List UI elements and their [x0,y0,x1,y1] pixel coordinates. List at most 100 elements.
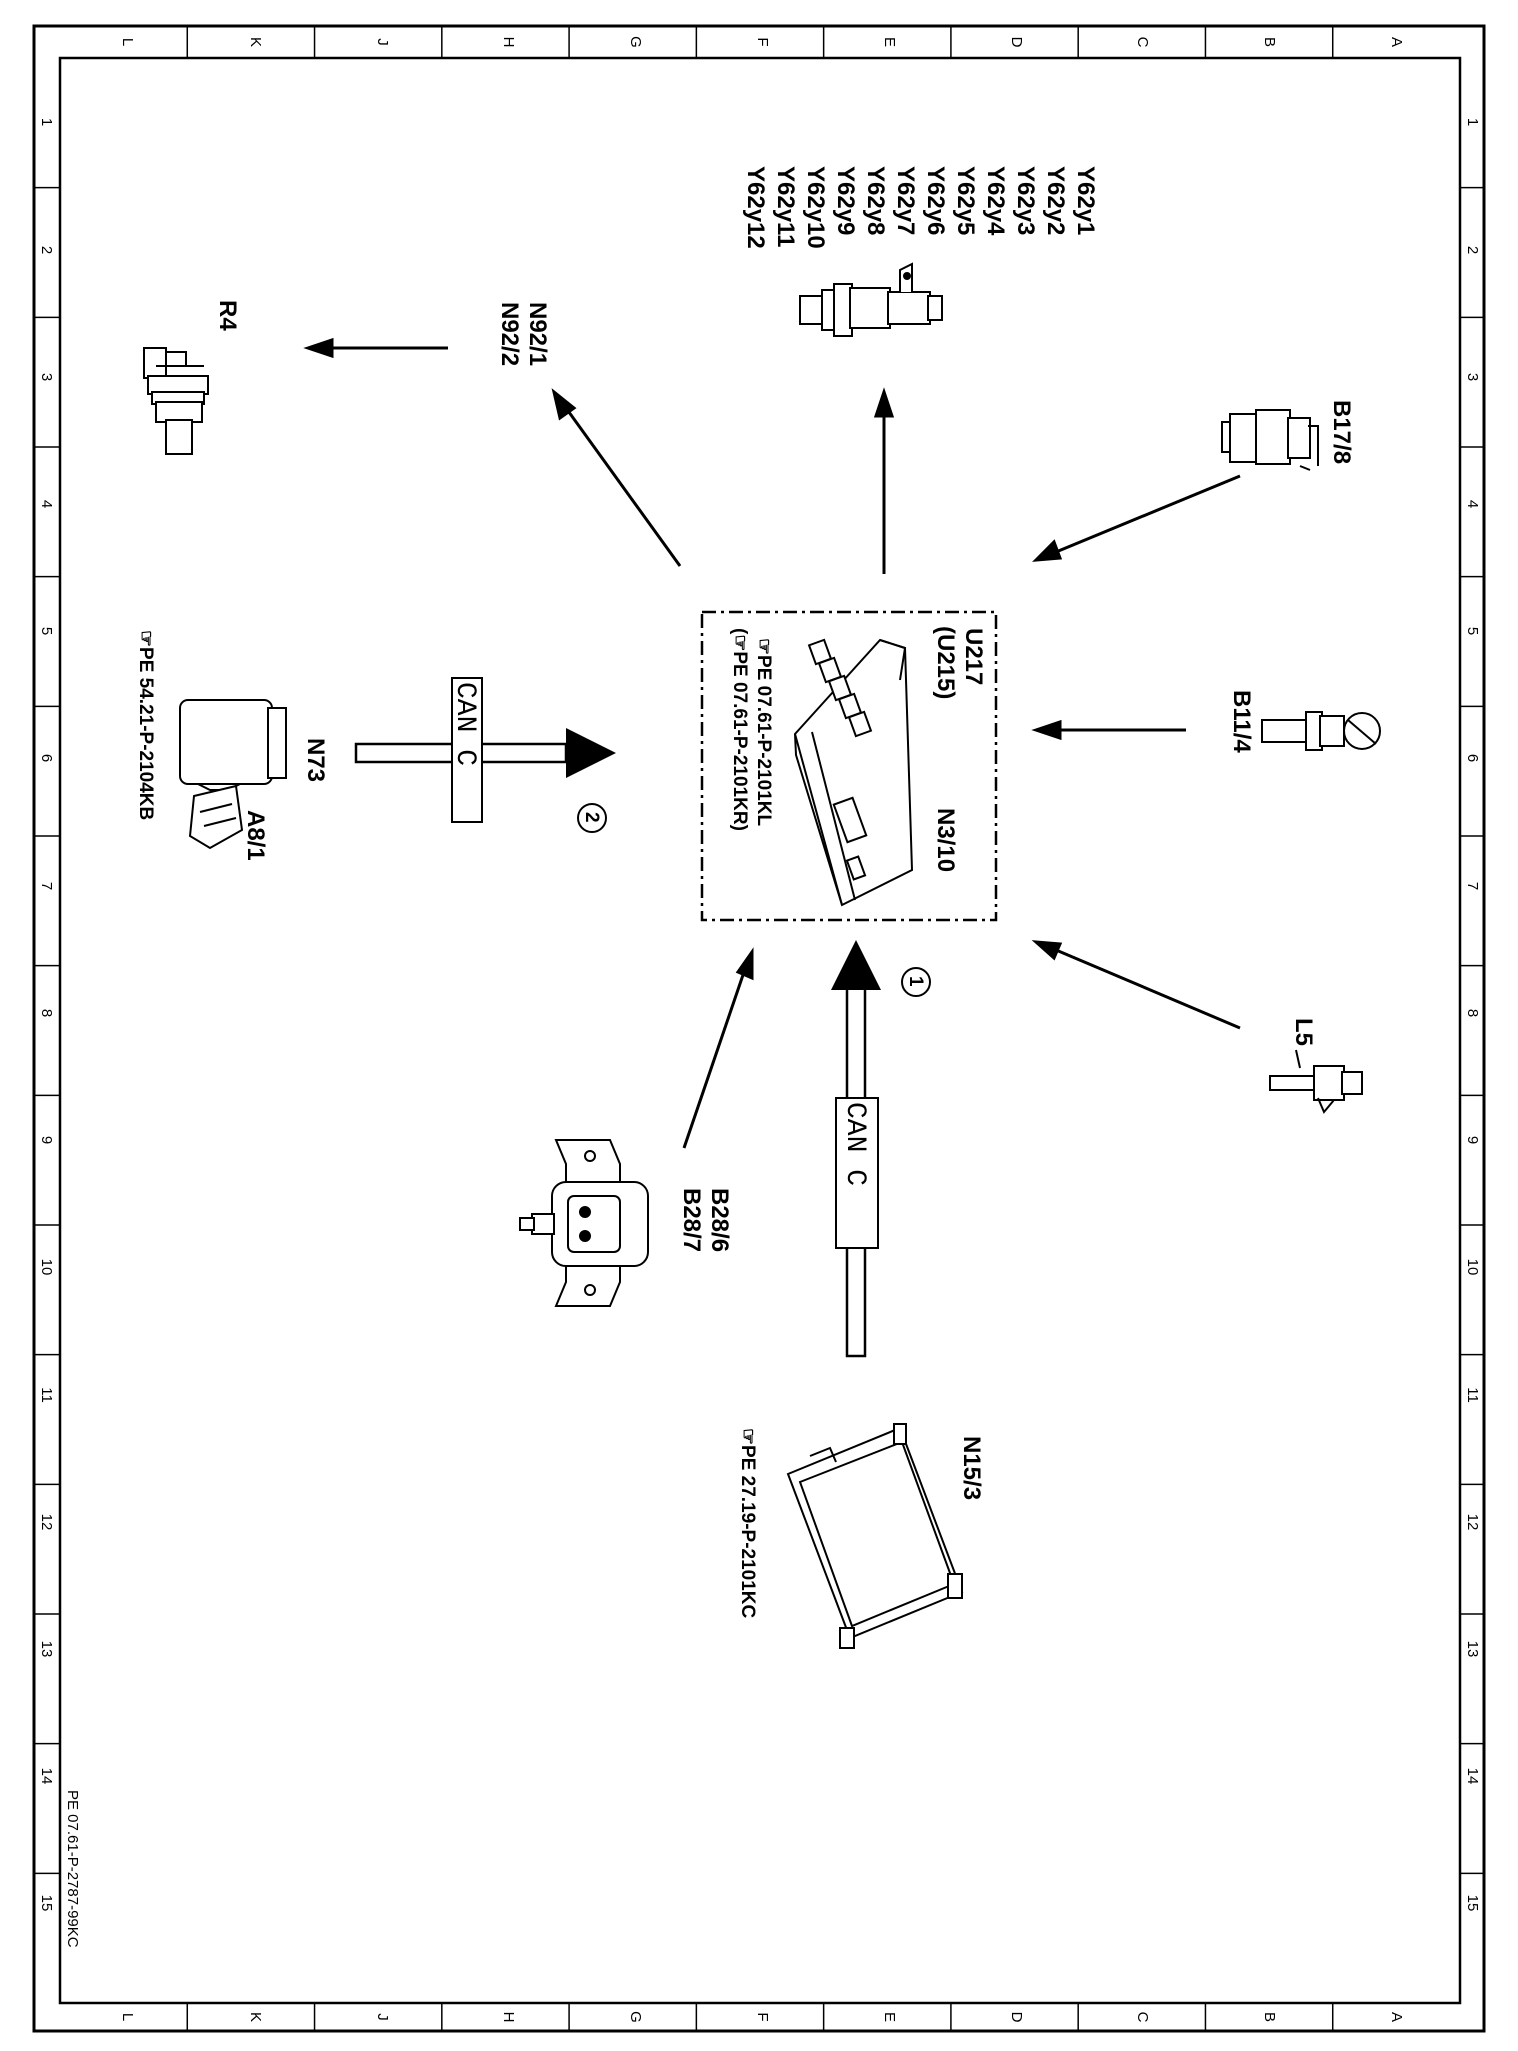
arrow-from-b17 [1055,474,1241,554]
grid-number: 3 [38,373,55,381]
sensor-b17-label: B17/8 [1328,400,1355,464]
grid-ticks [34,26,1484,2031]
grid-number: 15 [1464,1895,1481,1912]
grid-number: 2 [1464,246,1481,254]
ignition-label-2: N92/2 [496,302,523,366]
arrow-head [303,337,334,359]
injector-label: Y62y9 [832,166,859,235]
grid-number: 8 [1464,1009,1481,1017]
arrow-head [873,387,895,418]
arrow-head [735,947,754,981]
module-n15-icon [786,1423,964,1649]
injector-label: Y62y11 [772,166,799,247]
can-bus-2-arrowhead [566,728,616,778]
grid-number: 6 [38,754,55,762]
grid-letter: L [119,38,136,46]
grid-number: 5 [1464,627,1481,635]
can-bus-1-marker-number: 1 [905,976,926,987]
injector-label: Y62y12 [742,166,769,249]
grid-number: 12 [1464,1514,1481,1531]
can-bus-1-label: CAN C [839,1102,870,1186]
grid-letter: B [1261,37,1278,47]
arrow-head [1032,539,1063,562]
arrow-from-b28 [682,971,746,1149]
inner-frame [58,56,1462,2005]
module-n73-label: N73 [302,738,329,782]
can-bus-2-tag [451,677,483,823]
control-unit-model-alt: (U215) [932,626,959,699]
sensor-b28-icon [519,1139,649,1307]
grid-number: 5 [38,627,55,635]
footer-reference: PE 07.61-P-2787-99KC [64,1790,81,1948]
ignition-label-1: N92/1 [524,302,551,366]
module-a8-label: A8/1 [242,810,269,861]
injector-label: Y62y1 [1072,166,1099,235]
injector-label: Y62y6 [922,166,949,235]
grid-letter: E [881,37,898,47]
grid-number: 8 [38,1009,55,1017]
can-bus-2-marker-number: 2 [581,812,602,823]
grid-letter: D [1008,2012,1025,2023]
grid-letter: A [1388,37,1405,47]
sensor-b11-4: B11/4 [1228,690,1381,753]
grid-letter: G [627,2011,644,2023]
grid-letter: C [1134,2012,1151,2023]
sensor-b11-label: B11/4 [1228,690,1255,753]
grid-number: 9 [1464,1136,1481,1144]
module-n73-ref: ☞PE 54.21-P-2104KB [135,630,156,820]
grid-number: 6 [1464,754,1481,762]
grid-number: 15 [38,1895,55,1912]
grid-number: 10 [38,1259,55,1276]
arrow-head [1031,940,1063,961]
spark-plug-label: R4 [214,300,241,331]
grid-number: 1 [38,118,55,126]
grid-numbers-left: 1 2 3 4 5 6 7 8 9 10 11 12 13 14 15 [38,118,55,1912]
module-n73-icon [179,699,287,850]
can-bus-1-tag [835,1097,879,1249]
injector-label: Y62y2 [1042,166,1069,235]
grid-number: 12 [38,1514,55,1531]
sensor-b11-icon [1261,711,1381,751]
grid-letters-top: L K J H G F E D C B A [119,36,1405,48]
control-unit-n3-10: U217 (U215) N3/10 ☞PE 07.61-P-2101KL (☞P… [700,610,998,922]
can-bus-1-arrowhead [831,940,881,990]
grid-number: 10 [1464,1259,1481,1276]
grid-letter: H [500,2012,517,2023]
grid-number: 3 [1464,373,1481,381]
grid-numbers-right: 1 2 3 4 5 6 7 8 9 10 11 12 13 14 15 [1464,118,1481,1912]
control-unit-model: U217 [960,628,987,685]
grid-letter: K [247,2012,264,2022]
sensor-l5-icon [1269,1049,1363,1114]
outer-frame [32,24,1486,2033]
grid-letter: F [754,37,771,46]
grid-letter: A [1388,2012,1405,2022]
grid-letter: K [247,37,264,47]
sensor-l5-label: L5 [1290,1018,1317,1046]
grid-letter: F [754,2012,771,2021]
can-bus-2-label: CAN C [449,682,480,766]
grid-letter: C [1134,37,1151,48]
sensor-b28-label-1: B28/6 [706,1188,733,1252]
grid-letter: L [119,2013,136,2021]
can-bus-1: CAN C 1 [831,940,931,1358]
grid-letter: D [1008,37,1025,48]
control-unit-ref-alt: (☞PE 07.61-P-2101KR) [729,628,750,831]
module-n15-3: N15/3 ☞PE 27.19-P-2101KC [737,1423,985,1649]
grid-number: 1 [1464,118,1481,126]
control-unit-dashed-box [700,610,998,922]
can-bus-1-marker [901,967,931,997]
module-n73: N73 A8/1 ☞PE 54.21-P-2104KB [135,630,329,861]
injector-label: Y62y7 [892,166,919,235]
sensor-b17-8: B17/8 [1221,400,1355,471]
can-bus-2-marker [577,803,607,833]
sensor-b28-label-2: B28/7 [678,1188,705,1252]
grid-letter: G [627,36,644,48]
grid-number: 4 [38,500,55,508]
injector-label: Y62y8 [862,166,889,235]
grid-letter: J [374,2013,391,2021]
injectors-y62: Y62y1 Y62y2 Y62y3 Y62y4 Y62y5 Y62y6 Y62y… [742,166,1099,337]
injector-label: Y62y10 [802,166,829,249]
grid-number: 14 [38,1768,55,1785]
grid-letter: B [1261,2012,1278,2022]
